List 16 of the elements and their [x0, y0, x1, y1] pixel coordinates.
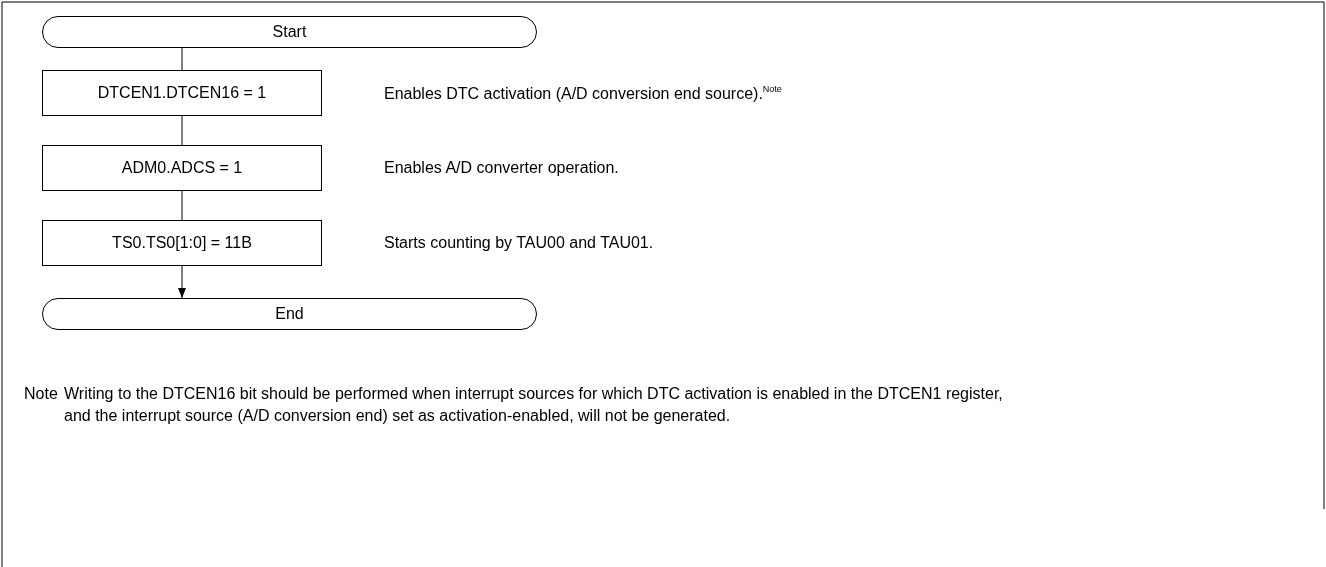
connector-line — [181, 47, 183, 71]
node-text: ADM0.ADCS = 1 — [121, 159, 243, 177]
node-text: DTCEN1.DTCEN16 = 1 — [97, 84, 267, 102]
step-description: Enables DTC activation (A/D conversion end source).$^{Note}$ — [384, 83, 782, 103]
terminal-shape — [42, 16, 537, 48]
note-text: Writing to the DTCEN16 bit should be performed when interrupt sources for which DTC activation is enabled in the DTCEN1 register, and the interrupt source (A/D conversion end) set as activation-enabled, will not be generated. — [64, 384, 1004, 426]
connector-line — [181, 115, 183, 146]
terminal-shape — [42, 298, 537, 330]
connector-line — [181, 190, 183, 221]
node-text: TS0.TS0[1:0] = 11B — [112, 234, 252, 252]
node-text: Start — [272, 23, 307, 41]
step-description: Starts counting by TAU00 and TAU01. — [384, 234, 654, 252]
arrow — [178, 265, 186, 299]
step-description: Enables A/D converter operation. — [384, 159, 619, 177]
note-heading: Note — [24, 384, 59, 404]
node-text: End — [275, 305, 304, 323]
